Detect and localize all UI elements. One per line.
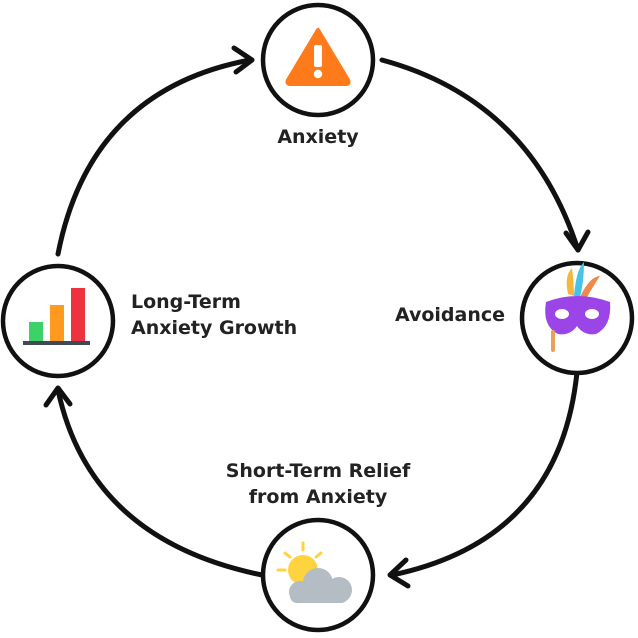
cycle-arrows [43, 45, 591, 589]
label-avoidance-line-1: Avoidance [394, 304, 506, 326]
label-growth-line-2: Anxiety Growth [131, 317, 298, 339]
arrowhead-relief [387, 557, 411, 589]
warning-triangle-icon [285, 28, 351, 86]
node-avoidance [519, 260, 635, 376]
arrowhead-growth [43, 385, 73, 408]
bar-chart-icon [23, 288, 90, 345]
arrowhead-avoidance [563, 229, 591, 253]
arrow-growth-to-anxiety [55, 57, 253, 257]
label-long-term-growth: Long-Term Anxiety Growth [131, 289, 331, 341]
label-anxiety: Anxiety [238, 124, 398, 150]
carnival-mask-icon [545, 262, 611, 352]
label-short-term-relief: Short-Term Relief from Anxiety [200, 458, 436, 510]
arrow-relief-to-growth [55, 387, 265, 578]
label-growth-line-1: Long-Term [131, 291, 241, 313]
label-anxiety-line-1: Anxiety [277, 126, 359, 148]
node-anxiety [260, 2, 376, 118]
arrow-anxiety-to-avoidance [379, 57, 581, 253]
label-relief-line-1: Short-Term Relief [225, 460, 411, 482]
arrow-avoidance-to-relief [389, 369, 580, 578]
node-long-term-growth [0, 263, 116, 379]
label-avoidance: Avoidance [390, 302, 510, 328]
sun-behind-cloud-icon [276, 541, 352, 603]
label-relief-line-2: from Anxiety [248, 486, 388, 508]
arrowhead-anxiety [231, 45, 255, 75]
node-short-term-relief [260, 517, 376, 633]
